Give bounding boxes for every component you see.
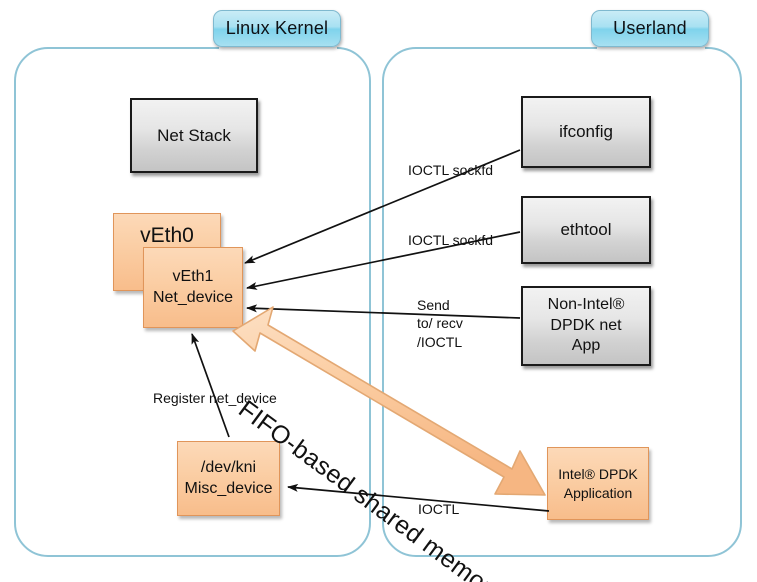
- label-ioctl-misc-device: IOCTL: [418, 501, 460, 517]
- box-intel-dpdk-application[interactable]: Intel® DPDK Application: [547, 447, 649, 520]
- box-net-stack-label: Net Stack: [157, 125, 231, 145]
- box-veth1-line1: vEth1: [172, 267, 214, 285]
- box-dev-kni-misc-device[interactable]: /dev/kni Misc_device: [177, 441, 280, 516]
- zone-title-linux-kernel-label: Linux Kernel: [225, 18, 329, 38]
- box-ethtool-label: ethtool: [560, 220, 612, 240]
- box-veth1-line2: Net_device: [152, 288, 234, 306]
- box-ifconfig-label: ifconfig: [559, 122, 613, 142]
- zone-title-userland: Userland: [591, 10, 709, 47]
- box-non-intel-dpdk-net-app[interactable]: Non-Intel® DPDK net App: [521, 286, 651, 366]
- box-veth0-label: vEth0: [140, 224, 194, 248]
- box-ifconfig[interactable]: ifconfig: [521, 96, 651, 168]
- box-dev-kni-line2: Misc_device: [184, 479, 273, 497]
- zone-linux-kernel: [14, 47, 371, 557]
- box-intel-dpdk-line2: Application: [563, 484, 633, 501]
- box-veth1[interactable]: vEth1 Net_device: [143, 247, 243, 328]
- box-intel-dpdk-line1: Intel® DPDK: [558, 466, 638, 483]
- label-ioctl-sockfd-ifconfig: IOCTL sockfd: [408, 162, 494, 178]
- label-register-net-device: Register net_device: [153, 390, 277, 406]
- zone-title-linux-kernel: Linux Kernel: [213, 10, 341, 47]
- label-send-recv-ioctl: Send to/ recv /IOCTL: [417, 297, 463, 350]
- label-ioctl-sockfd-ethtool: IOCTL sockfd: [408, 232, 494, 248]
- zone-title-userland-label: Userland: [613, 18, 687, 38]
- box-non-intel-line3: App: [571, 337, 601, 355]
- zone-userland: [382, 47, 742, 557]
- box-dev-kni-line1: /dev/kni: [200, 458, 257, 476]
- box-ethtool[interactable]: ethtool: [521, 196, 651, 264]
- box-net-stack[interactable]: Net Stack: [130, 98, 258, 173]
- box-non-intel-line2: DPDK net: [550, 316, 622, 334]
- box-non-intel-line1: Non-Intel®: [547, 296, 625, 314]
